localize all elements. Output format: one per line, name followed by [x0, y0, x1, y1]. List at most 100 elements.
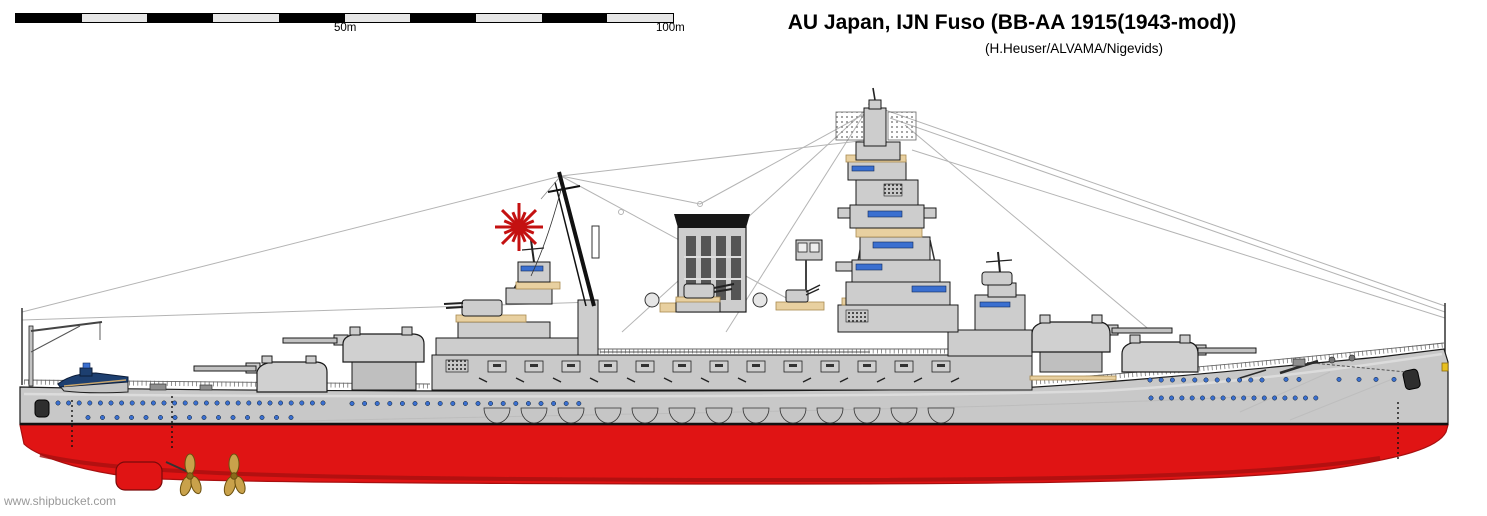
porthole [150, 400, 156, 406]
porthole [1158, 395, 1164, 401]
casemate-port [789, 364, 797, 367]
rigging-line [21, 175, 562, 313]
mainmast-group [495, 171, 600, 356]
gun-barrels [1111, 327, 1173, 334]
porthole [1296, 376, 1302, 382]
gun-barrels [1197, 347, 1257, 354]
porthole [230, 415, 236, 420]
crosstree [547, 185, 581, 193]
aft-director-windows [520, 265, 544, 272]
porthole [108, 400, 114, 406]
casemate-port [715, 364, 723, 367]
rigging-line [560, 175, 701, 205]
porthole [349, 401, 355, 406]
rangefinder [305, 355, 317, 364]
porthole [1356, 376, 1362, 382]
dp-twin-mount [981, 271, 1013, 286]
hull-highlight [23, 352, 1443, 398]
porthole [288, 400, 294, 406]
porthole [1214, 377, 1220, 383]
aa-25mm-mount [785, 284, 821, 303]
porthole [288, 415, 294, 420]
porthole [374, 401, 380, 406]
porthole [1230, 395, 1236, 401]
porthole [563, 401, 569, 406]
porthole [1192, 377, 1198, 383]
stern-anchor [34, 399, 50, 418]
porthole [1189, 395, 1195, 401]
deck-winch [1292, 358, 1306, 367]
pagoda-level-3 [851, 259, 941, 283]
pagoda-level-4 [859, 236, 931, 261]
pagoda-wing [835, 261, 853, 272]
pagoda-windows [872, 241, 914, 249]
casemate-gun [802, 377, 812, 383]
porthole [1147, 377, 1153, 383]
main-battery [193, 314, 1257, 393]
propeller [223, 453, 246, 497]
ensign-ray [511, 231, 519, 243]
rigging-line [904, 124, 1153, 333]
scale-segment [213, 14, 279, 22]
turret-Y [193, 355, 328, 393]
porthole [1251, 395, 1257, 401]
turret-A [1121, 334, 1257, 373]
rangefinder [261, 355, 273, 364]
porthole [1225, 377, 1231, 383]
rangefinder [349, 326, 361, 336]
porthole [1210, 395, 1216, 401]
barbette [351, 361, 417, 391]
ensign-ray [521, 229, 538, 246]
casemate-gun [700, 377, 710, 383]
porthole [140, 400, 146, 406]
propeller [179, 453, 202, 497]
casemate-sponson [483, 407, 511, 424]
casemate-sponson [594, 407, 622, 424]
porthole [187, 415, 192, 420]
casemate-sponson [890, 407, 918, 424]
porthole [1283, 376, 1289, 382]
searchlight [797, 242, 808, 253]
pagoda-windows [855, 263, 883, 271]
casemate-sponson [779, 407, 807, 424]
bridge-wing [837, 207, 851, 219]
ensign-ray [523, 227, 535, 235]
propellers [165, 453, 246, 497]
porthole [182, 400, 188, 406]
porthole [201, 415, 207, 420]
porthole [158, 415, 163, 420]
porthole [1203, 377, 1209, 383]
window-grid [445, 359, 469, 373]
casemate-sponson [668, 407, 696, 424]
fore-tower-windows [979, 301, 1011, 308]
casemate-sponson [520, 407, 548, 424]
rigging-line [911, 149, 1446, 319]
ensign-sun-disc [513, 221, 525, 233]
porthole [193, 400, 199, 406]
aft-tower-mid [505, 287, 553, 305]
rangefinder [1179, 334, 1191, 344]
casemate-port [567, 364, 575, 367]
bow-chrysanthemum-crest [1441, 362, 1449, 372]
forward-tower [974, 251, 1026, 331]
porthole [1169, 377, 1175, 383]
capstan [1328, 356, 1336, 364]
porthole [1282, 395, 1288, 401]
porthole [256, 400, 262, 406]
foredeck-fittings [1029, 354, 1356, 381]
rangefinder-tower [863, 107, 887, 147]
porthole [235, 400, 241, 406]
halyard [540, 177, 560, 200]
porthole [399, 401, 405, 406]
porthole [1373, 376, 1379, 382]
capstan [1348, 354, 1356, 362]
casemate-sponson [816, 407, 844, 424]
topmast [872, 87, 876, 101]
rising-sun-ensign [495, 203, 543, 251]
porthole [1303, 395, 1308, 401]
breakwater [1239, 369, 1267, 379]
rigging-line [867, 103, 1446, 307]
turret-B [1031, 314, 1173, 373]
rangefinder [1129, 334, 1141, 344]
breakwater [1279, 359, 1319, 375]
